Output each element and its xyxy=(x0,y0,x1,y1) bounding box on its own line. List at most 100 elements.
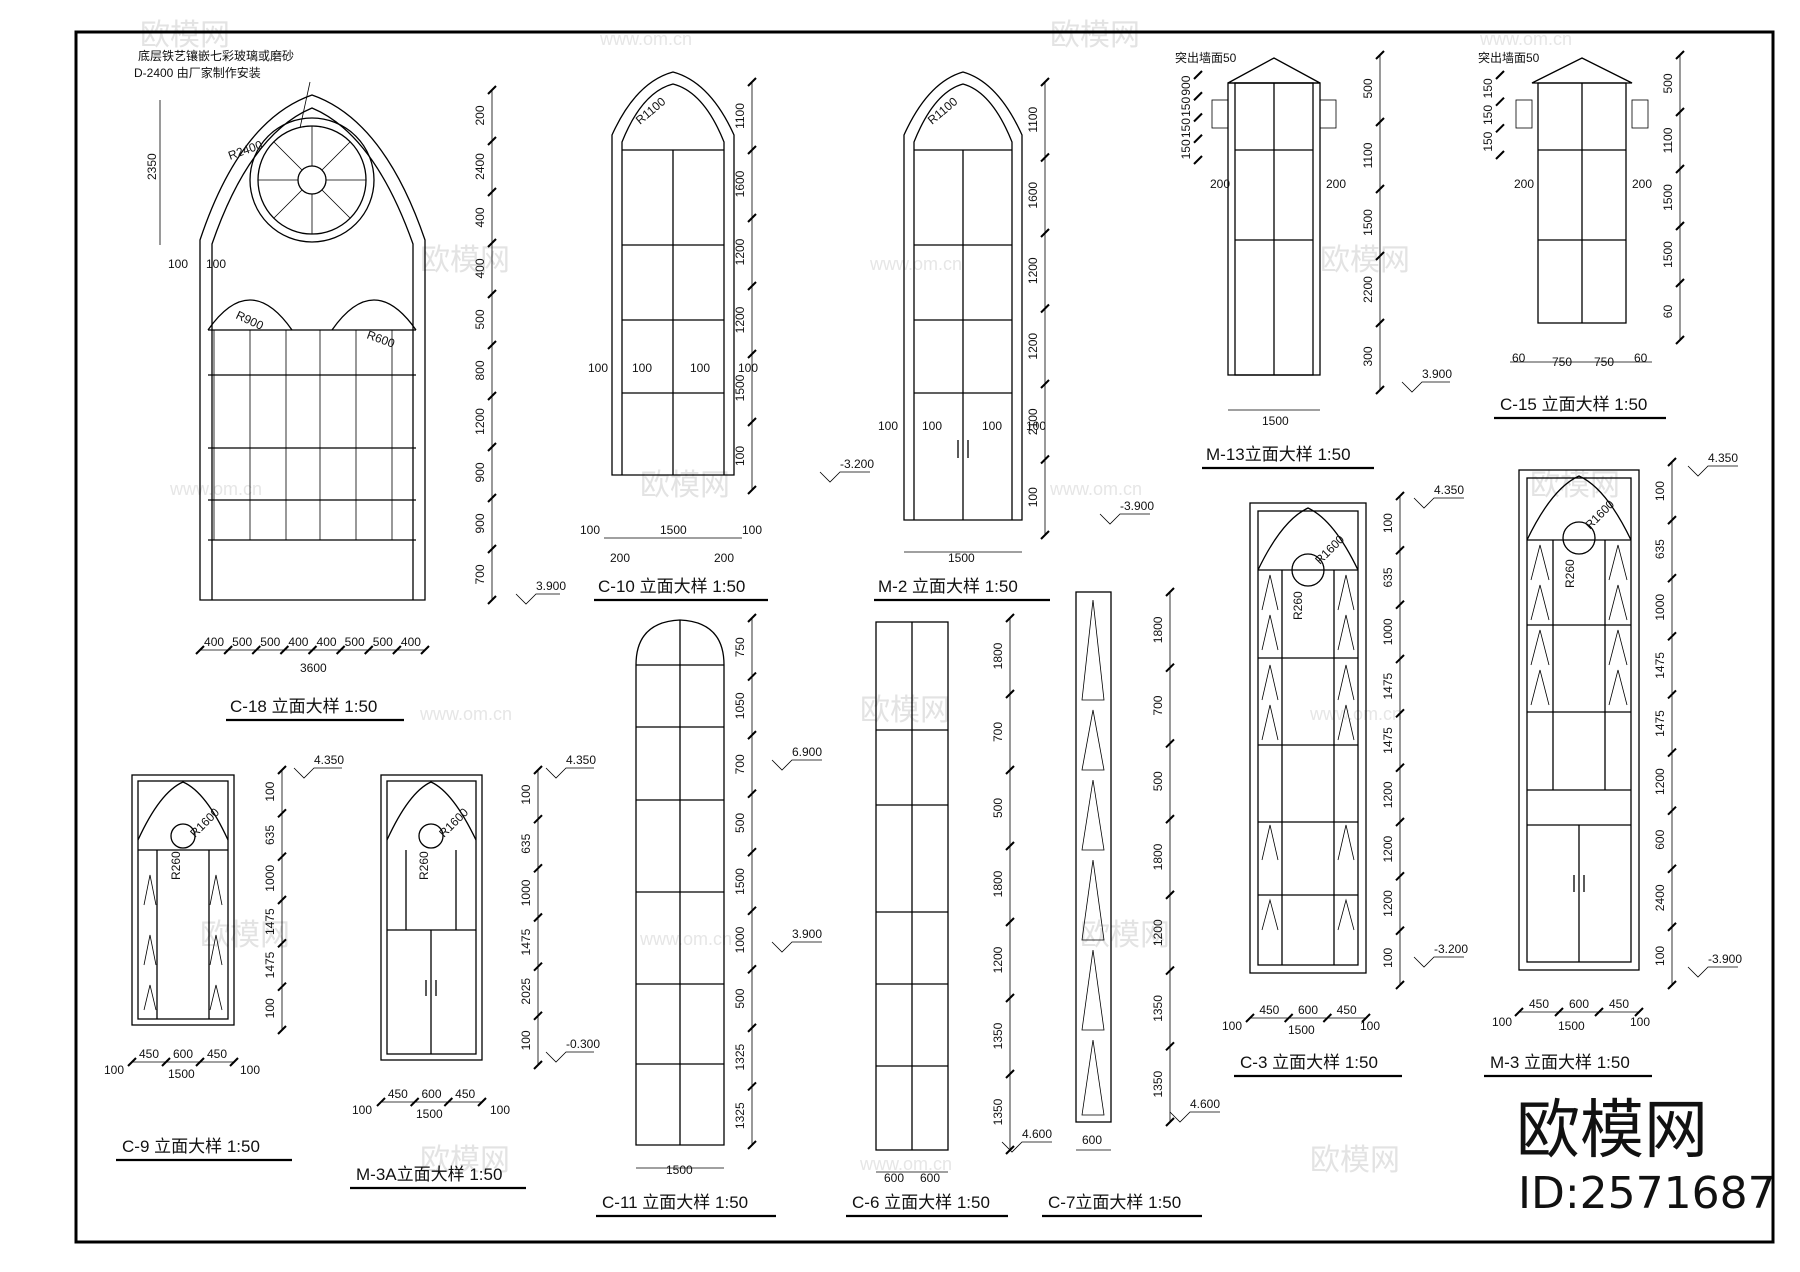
c9-dim-label: 600 xyxy=(173,1047,193,1061)
c6-title: C-6 立面大样 1:50 xyxy=(852,1193,990,1212)
brand-id: ID:2571687 xyxy=(1518,1168,1776,1219)
m2-dim-label: 2100 xyxy=(1026,408,1040,435)
c6-bottom-dim: 600 xyxy=(884,1171,904,1185)
c18-dim-tick xyxy=(223,645,233,655)
c18-dim-label: 400 xyxy=(288,635,308,649)
elevation-m3: R1600 R260 10063510001475147512006002400… xyxy=(1484,451,1742,1078)
c18-dim-tick xyxy=(420,645,430,655)
m3a-dim-tick xyxy=(533,961,543,972)
m3a-side: 100 xyxy=(490,1103,510,1117)
m3a-radius-small: R260 xyxy=(417,851,431,880)
c6-bottom-dim: 600 xyxy=(920,1171,940,1185)
c9-dim-label: 1475 xyxy=(263,908,277,935)
c11-dim-label: 1050 xyxy=(733,692,747,719)
m3-dim-label: 100 xyxy=(1653,481,1667,501)
m13-dim-tick xyxy=(1193,134,1203,144)
c15-pane: 750 xyxy=(1594,355,1614,369)
c3-title: C-3 立面大样 1:50 xyxy=(1240,1053,1378,1072)
c10-dim-label: 1500 xyxy=(733,374,747,401)
c18-dim-tick xyxy=(307,645,318,655)
watermark-text: 欧模网 xyxy=(640,468,730,503)
m3a-side: 100 xyxy=(352,1103,372,1117)
m13-dim-tick xyxy=(1375,318,1385,328)
m2-width: 1500 xyxy=(948,551,975,565)
m2-dim-label: 1100 xyxy=(1026,107,1040,133)
c10-dim-label: 100 xyxy=(733,446,747,466)
c6-dim-label: 1350 xyxy=(991,1022,1005,1049)
c18-dim-tick xyxy=(487,442,497,452)
m13-dim-label: 500 xyxy=(1361,78,1375,98)
c7-dim-tick xyxy=(1165,1041,1175,1051)
c7-dim-label: 1350 xyxy=(1151,1070,1165,1097)
m3-dim-tick xyxy=(1594,1007,1604,1017)
c7-width: 600 xyxy=(1082,1133,1102,1147)
m3-dim-tick xyxy=(1667,515,1677,525)
c15-dim-label: 500 xyxy=(1661,73,1675,93)
c3-dim-label: 1200 xyxy=(1381,890,1395,917)
c11-dim-tick xyxy=(747,1023,757,1033)
c15-dim-label: 150 xyxy=(1481,78,1495,98)
m3-side: 100 xyxy=(1492,1015,1512,1029)
c18-dim-tick xyxy=(487,595,497,605)
watermark-url: www.om.cn xyxy=(1309,704,1402,724)
m3a-width: 1500 xyxy=(416,1107,443,1121)
m3-title: M-3 立面大样 1:50 xyxy=(1490,1053,1630,1072)
c3-dim-tick xyxy=(1395,654,1405,664)
watermark-url: www.om.cn xyxy=(639,929,732,949)
c11-dim-label: 1325 xyxy=(733,1102,747,1129)
c7-dim-label: 700 xyxy=(1151,695,1165,715)
c6-dim-tick xyxy=(1005,917,1015,927)
c18-dim-tick xyxy=(487,391,497,401)
m3-dim-tick xyxy=(1667,980,1677,990)
m3-dim-tick xyxy=(1667,922,1677,932)
m3a-dim-tick xyxy=(533,814,543,824)
c18-side-dim: 100 xyxy=(206,257,226,271)
m13-dim-label: 300 xyxy=(1361,346,1375,366)
m3-dim-label: 635 xyxy=(1653,539,1667,559)
c18-dim-label: 900 xyxy=(473,513,487,533)
m3a-dim-tick xyxy=(533,912,543,923)
c3-dim-tick xyxy=(1395,925,1405,936)
c9-dim-tick xyxy=(277,851,287,862)
m13-level: 3.900 xyxy=(1422,367,1452,381)
m13-dim-label: 2200 xyxy=(1361,276,1375,303)
c10-dim-label: 1100 xyxy=(733,103,747,129)
c11-level: 3.900 xyxy=(792,927,822,941)
c18-dim-tick xyxy=(487,289,497,299)
c10-side-dim: 100 xyxy=(580,523,600,537)
c3-dim-label: 600 xyxy=(1298,1003,1318,1017)
watermark-text: 欧模网 xyxy=(1310,1143,1400,1178)
c3-dim-label: 450 xyxy=(1337,1003,1357,1017)
m13-dim-label: 900 xyxy=(1179,75,1193,95)
m3a-dim-label: 2025 xyxy=(519,978,533,1005)
c3-dim-tick xyxy=(1361,1013,1371,1023)
c7-dim-tick xyxy=(1165,814,1175,824)
c10-dim-tick xyxy=(747,145,757,155)
c18-dim-label: 2400 xyxy=(473,153,487,180)
c3-side: 100 xyxy=(1222,1019,1242,1033)
watermark-text: 欧模网 xyxy=(1320,243,1410,278)
c10-dim-tick xyxy=(747,77,757,87)
c18-dim-tick xyxy=(392,645,402,655)
c18-dim-tick xyxy=(487,238,497,248)
c10-dim-label: 1600 xyxy=(733,170,747,197)
c10-dim-tick xyxy=(747,281,757,291)
m2-dim-tick xyxy=(1040,530,1050,540)
c3-dim-label: 635 xyxy=(1381,567,1395,587)
m3-dim-label: 450 xyxy=(1609,997,1629,1011)
c11-dim-tick xyxy=(747,788,757,799)
c6-dim-label: 1200 xyxy=(991,946,1005,973)
m3a-dim-tick xyxy=(376,1097,386,1107)
m3a-dim-label: 100 xyxy=(519,1030,533,1050)
c9-dim-label: 100 xyxy=(263,781,277,801)
c3-width: 1500 xyxy=(1288,1023,1315,1037)
m2-dim-tick xyxy=(1040,228,1050,238)
m2-dim-label: 1200 xyxy=(1026,333,1040,360)
c7-level: 4.600 xyxy=(1190,1097,1220,1111)
m3-radius-small: R260 xyxy=(1563,559,1577,588)
m13-dim-tick xyxy=(1375,385,1385,395)
watermark-text: 欧模网 xyxy=(200,918,290,953)
brand-name: 欧模网 xyxy=(1516,1094,1708,1168)
